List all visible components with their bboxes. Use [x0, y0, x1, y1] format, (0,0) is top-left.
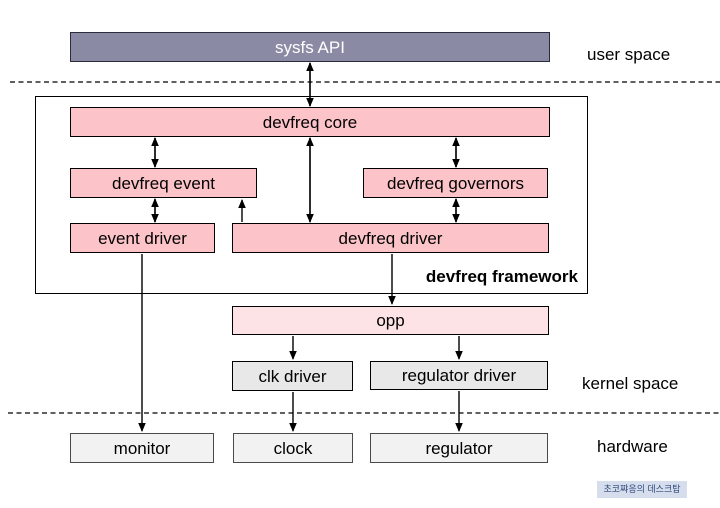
kernel-space-label: kernel space — [582, 374, 679, 393]
regulator-driver-box: regulator driver — [370, 361, 548, 390]
opp-box: opp — [232, 306, 549, 335]
devfreq-driver-box: devfreq driver — [232, 223, 549, 253]
monitor-box: monitor — [70, 433, 214, 463]
event-driver-box: event driver — [70, 223, 215, 253]
sysfs-api-box: sysfs API — [70, 32, 550, 62]
clk-driver-box: clk driver — [232, 361, 353, 391]
hardware-label: hardware — [597, 437, 668, 456]
regulator-box: regulator — [370, 433, 548, 463]
devfreq-core-box: devfreq core — [70, 107, 550, 137]
devfreq-framework-label: devfreq framework — [425, 267, 578, 286]
user-space-label: user space — [587, 45, 671, 64]
devfreq-framework-container — [35, 96, 588, 294]
devfreq-governors-box: devfreq governors — [363, 168, 548, 198]
watermark-badge: 초코쨔응의 데스크탑 — [597, 481, 687, 498]
devfreq-event-box: devfreq event — [70, 168, 257, 198]
clock-box: clock — [233, 433, 353, 463]
